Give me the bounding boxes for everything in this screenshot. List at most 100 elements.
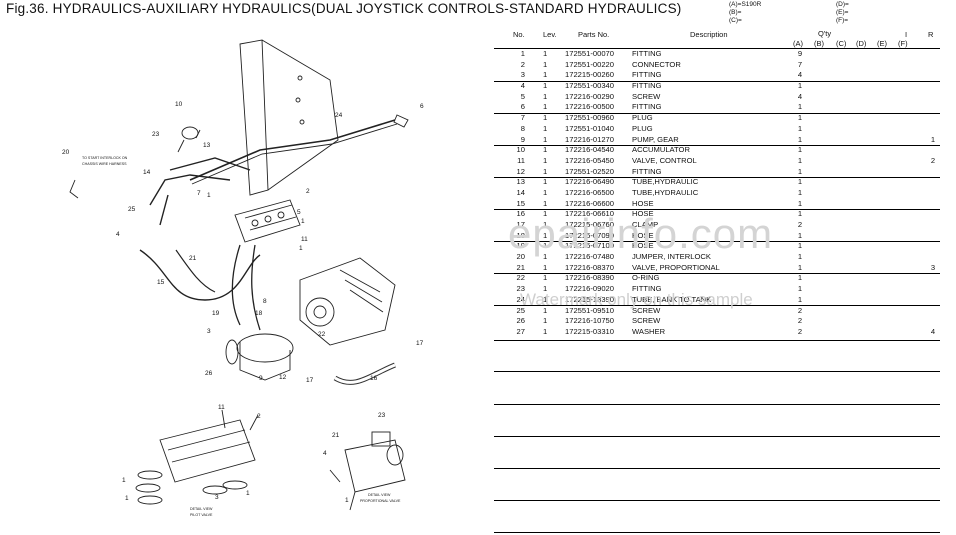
- part-qty: 1: [797, 177, 803, 187]
- part-qty: 4: [797, 70, 803, 80]
- hose: [139, 249, 261, 301]
- pilot-view-caption: DETAIL VIEW: [190, 507, 213, 511]
- svg-text:1: 1: [299, 245, 303, 252]
- svg-text:1: 1: [246, 490, 250, 497]
- part-no: 13: [516, 177, 525, 187]
- part-number: 172216-01270: [565, 134, 614, 144]
- part-level: 1: [543, 81, 548, 91]
- interlock-note-2: CHASSIS WIRE HARNESS: [82, 162, 127, 166]
- svg-text:8: 8: [263, 298, 267, 305]
- part-description: PUMP, GEAR: [632, 134, 679, 144]
- legend-d: (D)=: [836, 1, 849, 8]
- part-number: 172216-07100: [565, 241, 614, 251]
- tank-panel: [239, 39, 269, 196]
- part-number: 172216-07480: [565, 252, 614, 262]
- gear-pump: [236, 333, 294, 363]
- svg-text:23: 23: [152, 131, 160, 138]
- table-rule: [494, 241, 940, 242]
- svg-text:22: 22: [318, 331, 326, 338]
- svg-text:10: 10: [175, 101, 183, 108]
- table-rule: [494, 404, 940, 405]
- header-col-e: (E): [877, 39, 887, 48]
- part-no: 20: [516, 252, 525, 262]
- table-rule: [494, 209, 940, 210]
- part-remark: 4: [930, 326, 936, 336]
- svg-text:1: 1: [122, 477, 126, 484]
- svg-text:14: 14: [143, 169, 151, 176]
- svg-text:1: 1: [345, 497, 349, 504]
- hydraulics-diagram: 10 23 13 20 24 6 14 7 1 2 25 5 1 11 4 21…: [62, 39, 424, 517]
- table-rule: [494, 81, 940, 82]
- header-col-d: (D): [856, 39, 867, 48]
- part-level: 1: [543, 187, 548, 197]
- part-level: 1: [543, 102, 548, 112]
- part-level: 1: [543, 91, 548, 101]
- part-qty: 2: [797, 326, 803, 336]
- part-qty: 1: [797, 284, 803, 294]
- part-no: 27: [516, 326, 525, 336]
- header-col-f: (F): [898, 39, 908, 48]
- part-number: 172551-00220: [565, 59, 614, 69]
- svg-text:20: 20: [62, 149, 70, 156]
- part-qty: 1: [797, 145, 803, 155]
- part-description: FITTING: [632, 70, 662, 80]
- part-number: 172551-00340: [565, 81, 614, 91]
- header-col-a: (A): [793, 39, 803, 48]
- part-qty: 1: [797, 252, 803, 262]
- part-no: 7: [520, 113, 525, 123]
- part-level: 1: [543, 305, 548, 315]
- part-level: 1: [543, 177, 548, 187]
- prop-view-caption-2: PROPORTIONAL VALVE: [360, 499, 401, 503]
- svg-text:19: 19: [212, 310, 220, 317]
- part-description: PLUG: [632, 113, 653, 123]
- part-qty: 1: [797, 241, 803, 251]
- svg-text:11: 11: [218, 404, 225, 411]
- svg-text:15: 15: [157, 279, 165, 286]
- part-description: FITTING: [632, 81, 662, 91]
- header-description: Description: [690, 30, 728, 39]
- hydrostatic-pump: [299, 257, 396, 346]
- part-description: HOSE: [632, 198, 654, 208]
- part-description: ACCUMULATOR: [632, 145, 690, 155]
- svg-text:17: 17: [306, 377, 314, 384]
- part-description: SCREW: [632, 316, 661, 326]
- svg-text:7: 7: [197, 190, 201, 197]
- part-number: 172551-01040: [565, 123, 614, 133]
- table-rule: [494, 532, 940, 533]
- part-qty: 1: [797, 187, 803, 197]
- model-legend-left: (A)=S190R (B)= (C)=: [729, 1, 761, 25]
- part-no: 5: [520, 91, 525, 101]
- svg-text:12: 12: [279, 374, 287, 381]
- part-level: 1: [543, 155, 548, 165]
- table-rule: [494, 113, 940, 114]
- part-qty: 1: [797, 113, 803, 123]
- part-no: 23: [516, 284, 525, 294]
- table-rule: [494, 371, 940, 372]
- header-r: R: [928, 30, 934, 39]
- svg-text:26: 26: [205, 370, 213, 377]
- part-description: CONNECTOR: [632, 59, 681, 69]
- table-rule: [494, 273, 940, 274]
- svg-text:5: 5: [297, 209, 301, 216]
- interlock-note: TO START INTERLOCK ON: [82, 156, 128, 160]
- tube-bank-to-tank: [189, 119, 396, 181]
- part-no: 17: [516, 220, 525, 229]
- part-number: 172551-00070: [565, 49, 614, 58]
- part-remark: 1: [930, 134, 936, 144]
- part-qty: 1: [797, 294, 803, 304]
- part-description: TUBE,HYDRAULIC: [632, 187, 699, 197]
- legend-c: (C)=: [729, 17, 742, 24]
- part-qty: 2: [797, 220, 803, 229]
